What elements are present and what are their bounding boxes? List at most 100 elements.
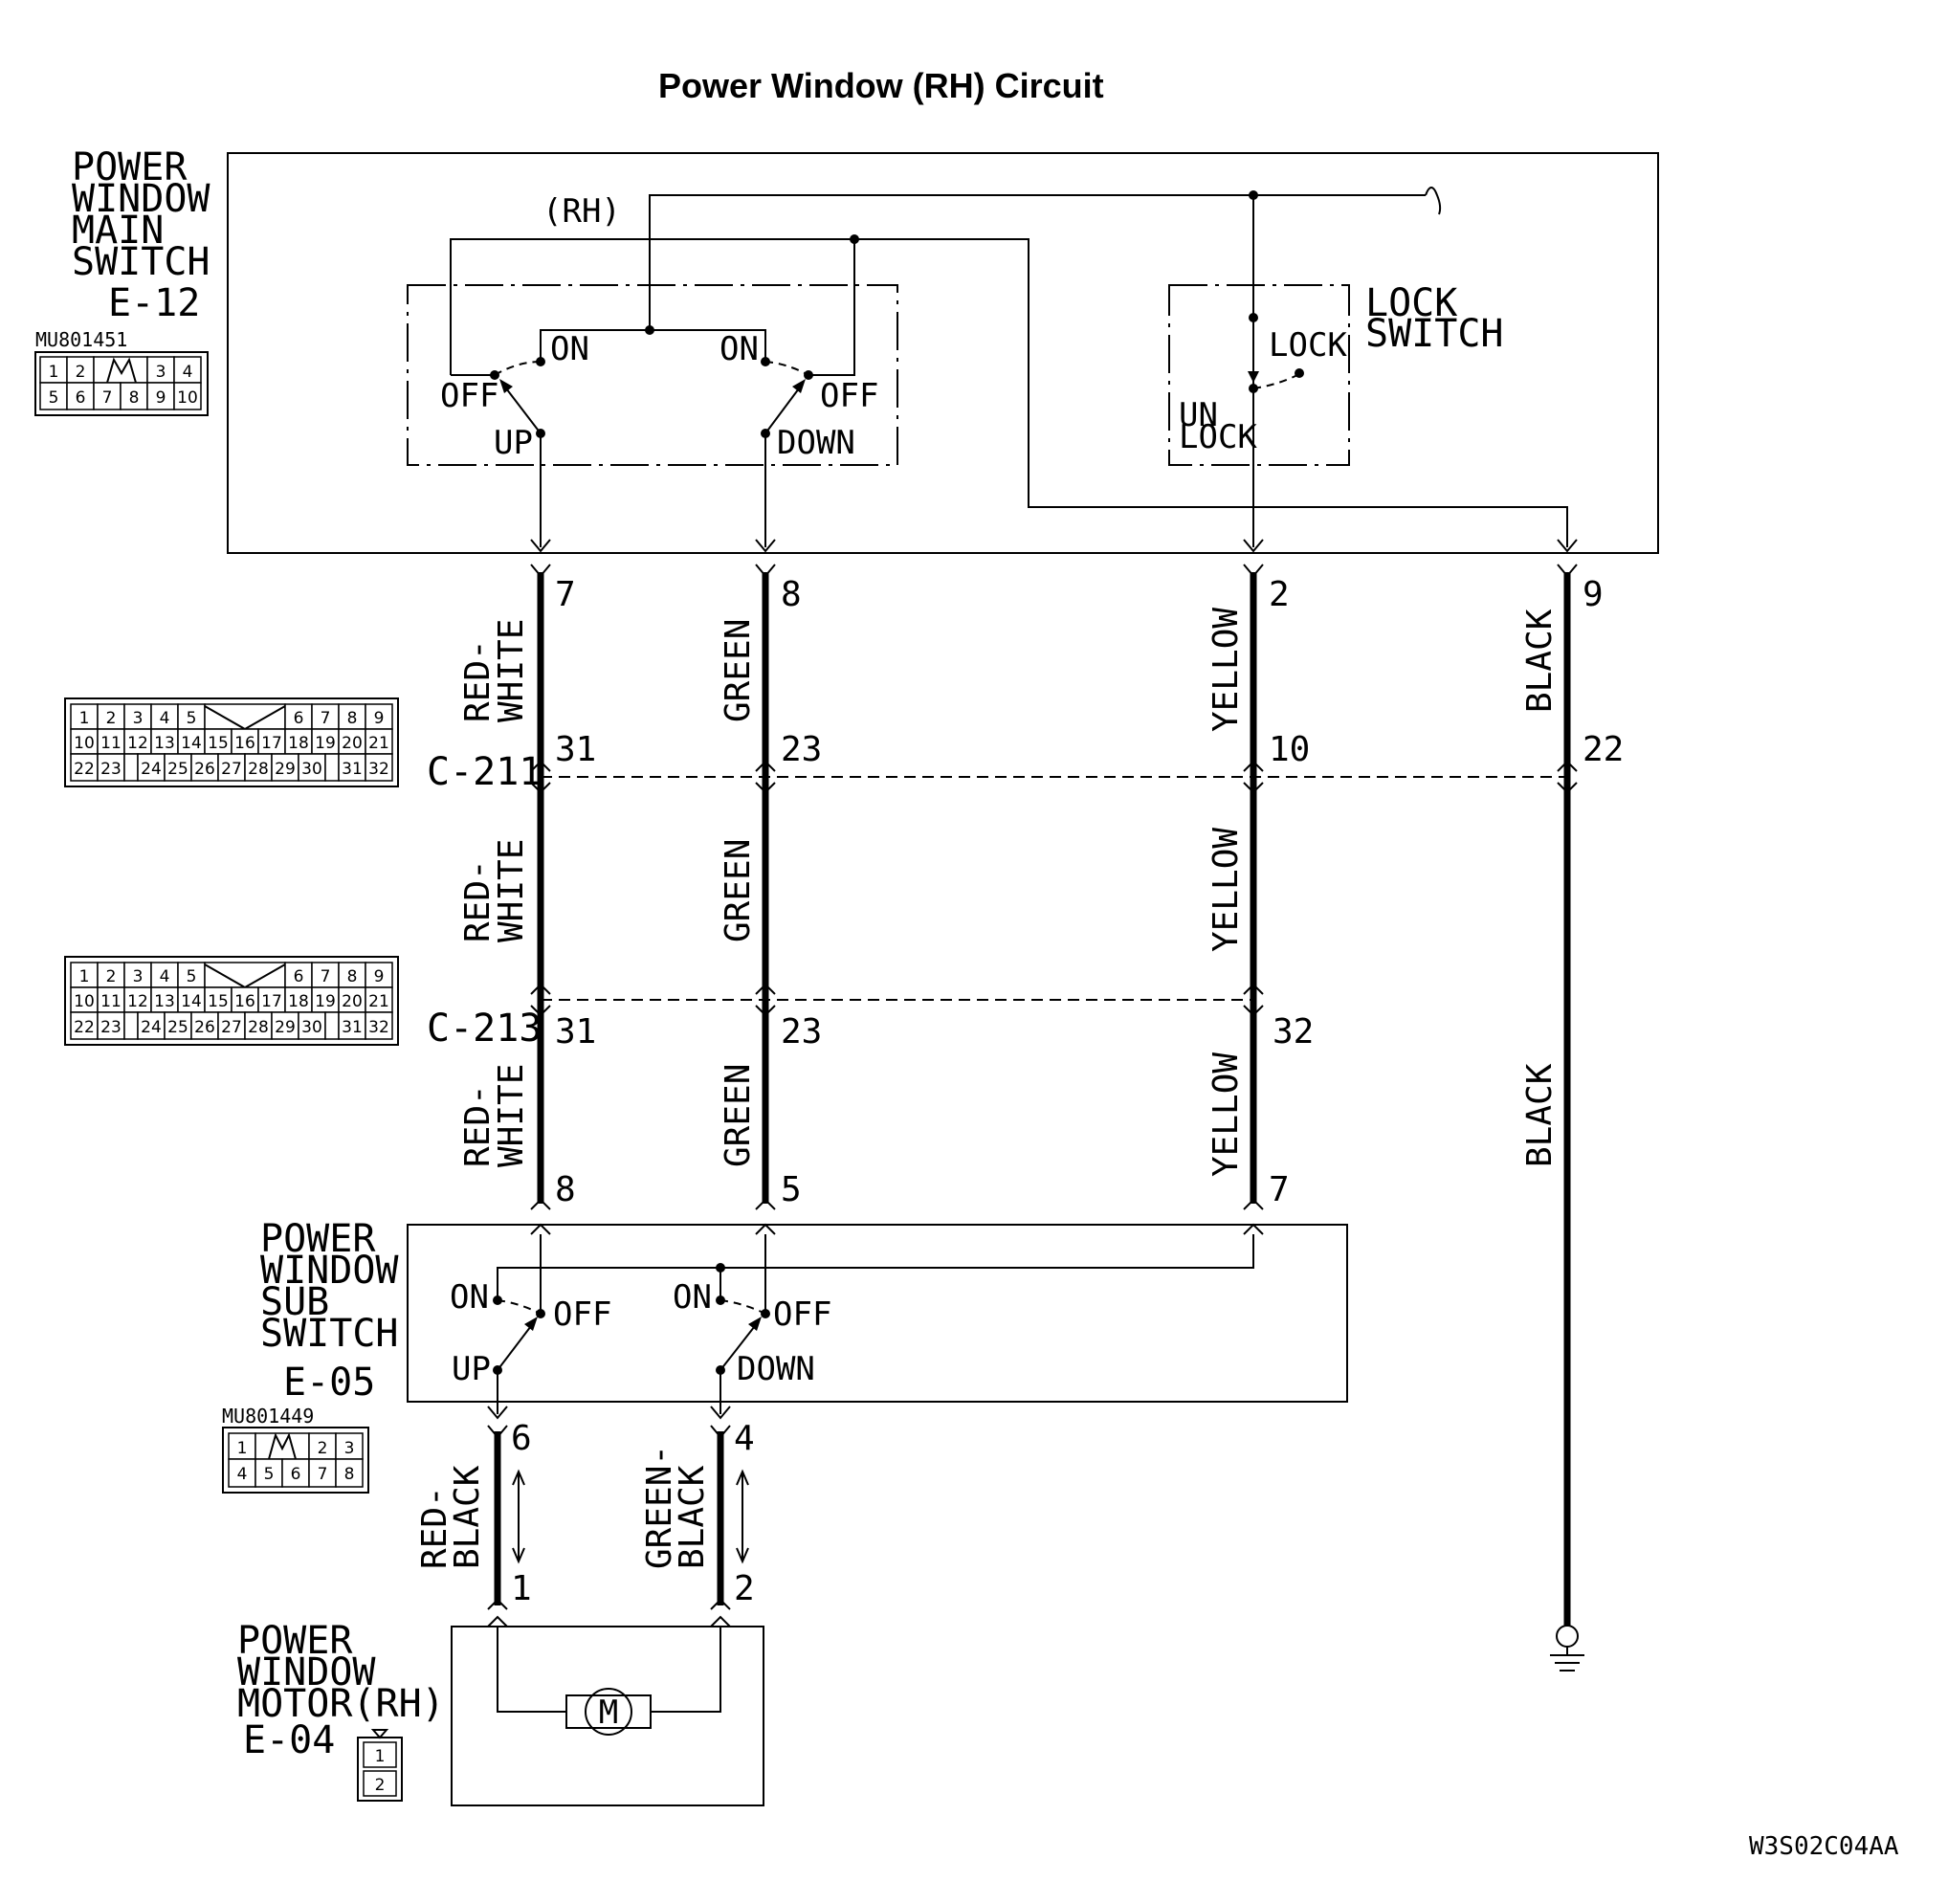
svg-text:30: 30 (301, 1018, 322, 1037)
svg-text:29: 29 (275, 1018, 296, 1037)
main-switch-connector-face: 1 2 3 4 5 6 7 8 9 10 (34, 351, 209, 416)
junction-dot (850, 234, 859, 244)
svg-text:10: 10 (177, 388, 198, 408)
unlock-label-line-1: UN (1179, 396, 1218, 434)
main-switch-name-line-3: MAIN (72, 209, 164, 253)
svg-text:8: 8 (347, 967, 358, 986)
svg-text:32: 32 (368, 760, 389, 779)
on-bus (540, 329, 766, 362)
wire-3-bottom-pin: 7 (1269, 1170, 1290, 1209)
svg-text:24: 24 (141, 1018, 162, 1037)
wire-2-color-seg2: GREEN (719, 839, 758, 942)
wire-3-color-seg1: YELLOW (1206, 608, 1246, 732)
motor-name-line-1: POWER (237, 1619, 353, 1663)
wire-2-color-seg3: GREEN (719, 1064, 758, 1167)
svg-text:9: 9 (374, 967, 385, 986)
sub-down-label: DOWN (737, 1350, 815, 1388)
wire-1-color-seg3-line1: RED- (458, 1084, 498, 1167)
wire-2-top-pin: 8 (781, 575, 802, 614)
svg-text:17: 17 (261, 992, 282, 1011)
down-contact-blade (764, 384, 803, 434)
svg-text:3: 3 (344, 1439, 355, 1458)
wire-2-c213-pin: 23 (781, 1012, 822, 1052)
svg-text:6: 6 (291, 1465, 301, 1484)
svg-text:1: 1 (79, 709, 90, 728)
svg-text:13: 13 (154, 734, 175, 753)
svg-text:7: 7 (321, 967, 331, 986)
svg-text:3: 3 (133, 967, 144, 986)
ground-symbol (1550, 1625, 1584, 1672)
wire-4-top-pin: 9 (1583, 575, 1604, 614)
sub-off-left-label: OFF (553, 1295, 611, 1334)
svg-text:27: 27 (221, 1018, 242, 1037)
c213-connector-face: 1 2 3 4 5 6 7 8 9 10 11 12 13 14 15 16 1… (64, 956, 399, 1046)
sub-off-right-label: OFF (773, 1295, 831, 1334)
wire-harness: 7 8 2 9 RED- WHITE GREEN YELLOW BLACK C-… (64, 539, 1624, 1672)
svg-text:21: 21 (368, 992, 389, 1011)
motor-wire-2-bottom-pin: 2 (734, 1569, 755, 1608)
svg-text:30: 30 (301, 760, 322, 779)
main-switch-name-line-4: SWITCH (72, 240, 210, 284)
lock-switch-name-line-1: LOCK (1365, 281, 1457, 325)
sub-down-contact-blade (719, 1321, 759, 1371)
svg-text:4: 4 (237, 1465, 248, 1484)
sub-feed-wire (720, 1234, 1254, 1269)
svg-text:2: 2 (106, 709, 117, 728)
svg-text:26: 26 (194, 1018, 215, 1037)
off-left-label: OFF (440, 377, 498, 415)
svg-text:8: 8 (129, 388, 140, 408)
lock-toggle-link (1252, 374, 1298, 389)
svg-text:32: 32 (368, 1018, 389, 1037)
wire-4-color-seg1: BLACK (1520, 609, 1560, 713)
main-switch-connector-id: E-12 (108, 281, 200, 325)
wire-1-color-seg1-line2: WHITE (492, 619, 531, 722)
motor-wires: 6 1 4 2 RED- BLACK GREEN- BLACK (415, 1406, 755, 1627)
wire-1-c211-pin: 31 (555, 730, 596, 769)
svg-text:26: 26 (194, 760, 215, 779)
motor-wire-2-color-line1: GREEN- (640, 1445, 679, 1569)
svg-text:7: 7 (318, 1465, 328, 1484)
wire-3-c211-pin: 10 (1269, 730, 1310, 769)
wire-1-color-seg2-line1: RED- (458, 859, 498, 942)
svg-text:31: 31 (342, 760, 363, 779)
svg-text:2: 2 (106, 967, 117, 986)
svg-text:5: 5 (264, 1465, 275, 1484)
motor-symbol (585, 1688, 632, 1736)
up-label: UP (494, 424, 533, 462)
wire-2-color-seg1: GREEN (719, 619, 758, 722)
sub-switch-name-line-3: SUB (260, 1280, 329, 1324)
motor-housing (451, 1626, 764, 1806)
c211-label: C-211 (427, 750, 542, 794)
motor-connector-face: 1 2 (357, 1729, 403, 1802)
power-feed-wire (649, 194, 1426, 330)
off-bus-right (808, 239, 855, 376)
svg-text:2: 2 (375, 1776, 386, 1795)
motor-letter: M (599, 1694, 618, 1732)
motor-body (565, 1694, 652, 1729)
svg-text:3: 3 (133, 709, 144, 728)
wire-3-c213-pin: 32 (1273, 1012, 1314, 1052)
svg-text:1: 1 (49, 363, 59, 382)
wire-1-top-pin: 7 (555, 575, 576, 614)
off-bus-to-ground (450, 238, 1568, 547)
svg-text:1: 1 (237, 1439, 248, 1458)
svg-text:19: 19 (315, 992, 336, 1011)
svg-text:1: 1 (375, 1747, 386, 1766)
svg-text:18: 18 (288, 992, 309, 1011)
svg-text:18: 18 (288, 734, 309, 753)
svg-text:6: 6 (76, 388, 86, 408)
wire-1-color-seg3-line2: WHITE (492, 1064, 531, 1167)
sub-up-contact-blade (497, 1321, 535, 1371)
sub-switch-housing (407, 1224, 1348, 1403)
svg-text:21: 21 (368, 734, 389, 753)
svg-text:20: 20 (342, 992, 363, 1011)
svg-text:6: 6 (294, 709, 304, 728)
motor-connector-id: E-04 (243, 1718, 335, 1762)
svg-text:25: 25 (167, 1018, 188, 1037)
motor-wire-2-top-pin: 4 (734, 1419, 755, 1458)
svg-text:9: 9 (156, 388, 166, 408)
svg-text:20: 20 (342, 734, 363, 753)
unlock-label-line-2: LOCK (1179, 418, 1257, 456)
svg-text:14: 14 (181, 734, 202, 753)
svg-text:7: 7 (102, 388, 113, 408)
